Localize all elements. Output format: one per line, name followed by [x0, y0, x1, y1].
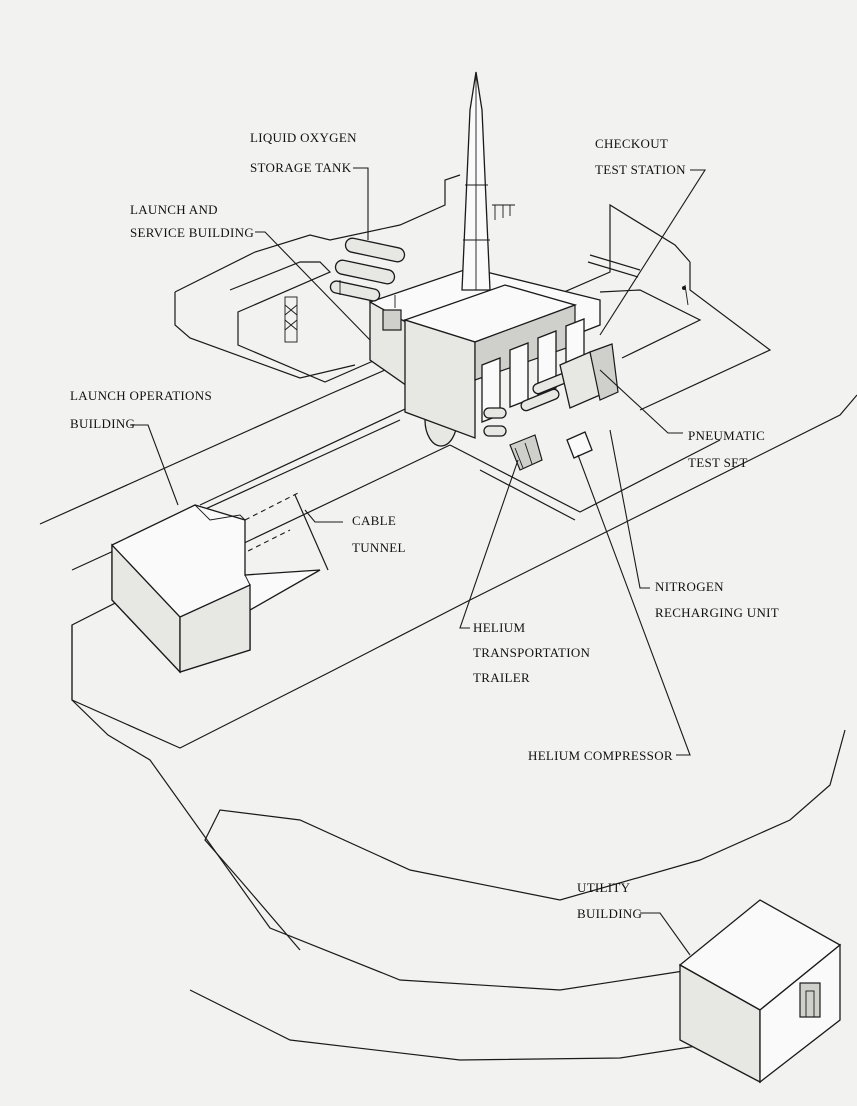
- leader-cable: [304, 509, 343, 523]
- launch-service-building: [368, 267, 601, 439]
- label-lox: LIQUID OXYGEN STORAGE TANK: [250, 130, 360, 175]
- label-nitrogen: NITROGEN RECHARGING UNIT: [655, 579, 779, 620]
- label-cable-tunnel: CABLE TUNNEL: [352, 513, 406, 555]
- leader-helium-trailer: [459, 459, 519, 629]
- apron-inner: [229, 261, 381, 383]
- launch-operations-building: [111, 494, 329, 674]
- labels: LIQUID OXYGEN STORAGE TANK CHECKOUT TEST…: [70, 130, 779, 921]
- leader-checkout: [599, 169, 707, 336]
- label-pneumatic: PNEUMATIC TEST SET: [688, 428, 769, 470]
- liquid-oxygen-tanks: [329, 237, 406, 308]
- helium-trailer: [509, 434, 543, 471]
- road-right: [639, 262, 772, 411]
- road-edge-upper: [39, 203, 691, 525]
- leader-pneumatic: [599, 369, 683, 434]
- label-helium-trailer: HELIUM TRANSPORTATION TRAILER: [473, 620, 594, 685]
- road-right-inner: [599, 289, 702, 359]
- pneumatic-unit: [589, 343, 619, 401]
- lattice-tower: [284, 296, 298, 343]
- outer-road-bottom: [189, 989, 736, 1061]
- label-utility: UTILITY BUILDING: [577, 880, 642, 921]
- utility-building: [678, 899, 842, 1084]
- label-checkout: CHECKOUT TEST STATION: [595, 136, 686, 177]
- label-helium-compressor: HELIUM COMPRESSOR: [528, 748, 673, 763]
- label-launch-operations: LAUNCH OPERATIONS BUILDING: [70, 388, 216, 431]
- leader-launch-ops: [130, 424, 179, 506]
- apron-left-loop: [174, 292, 356, 379]
- outer-road-left: [71, 625, 691, 991]
- checkout-area: [587, 254, 689, 306]
- site-roads: [39, 174, 857, 1061]
- helium-compressor-unit: [566, 431, 593, 459]
- leader-utility: [640, 912, 691, 956]
- leader-lox: [353, 167, 369, 240]
- service-road: [449, 439, 721, 513]
- utility-door: [799, 982, 821, 1018]
- leader-launch-service: [255, 231, 371, 341]
- service-road-2: [479, 469, 576, 521]
- label-launch-service: LAUNCH AND SERVICE BUILDING: [130, 202, 254, 240]
- outer-road-inner: [204, 729, 846, 951]
- leader-lines: [130, 167, 707, 956]
- leader-nitrogen: [609, 429, 650, 589]
- leader-helium-compressor: [577, 454, 691, 756]
- rocket: [461, 71, 515, 291]
- apron-outline: [174, 174, 461, 293]
